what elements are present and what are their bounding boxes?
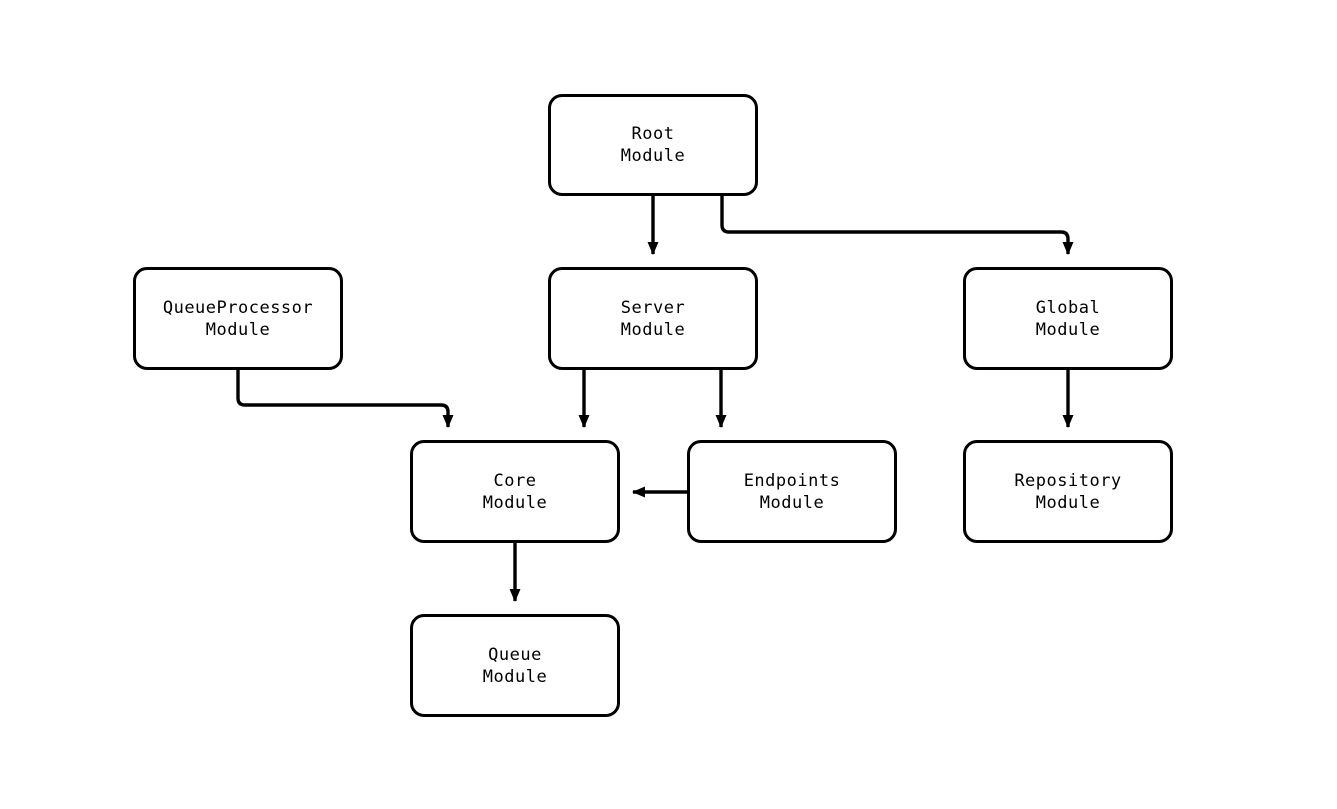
node-queue-module-line2: Module: [482, 666, 548, 687]
node-endpoints-module-line2: Module: [759, 492, 825, 513]
node-queue-module[interactable]: Queue Module: [410, 614, 620, 717]
node-endpoints-module[interactable]: Endpoints Module: [687, 440, 897, 543]
node-global-module-line1: Global: [1035, 297, 1101, 318]
node-core-module-line1: Core: [493, 470, 537, 491]
node-root-module-line1: Root: [631, 124, 675, 144]
node-server-module[interactable]: Server Module: [548, 267, 758, 370]
node-repository-module-line2: Module: [1035, 492, 1101, 513]
node-queueprocessor-module-line1: QueueProcessor: [162, 297, 314, 318]
node-core-module[interactable]: Core Module: [410, 440, 620, 543]
edge-queueprocessor-to-core: [236, 370, 454, 428]
node-core-module-line2: Module: [482, 492, 548, 513]
edge-root-to-global: [720, 196, 1074, 255]
node-queue-module-line1: Queue: [488, 644, 542, 665]
node-queueprocessor-module-line2: Module: [205, 319, 271, 340]
node-queueprocessor-module[interactable]: QueueProcessor Module: [133, 267, 343, 370]
node-repository-module[interactable]: Repository Module: [963, 440, 1173, 543]
node-global-module[interactable]: Global Module: [963, 267, 1173, 370]
node-repository-module-line1: Repository: [1014, 470, 1122, 491]
node-server-module-line2: Module: [620, 319, 686, 340]
node-server-module-line1: Server: [620, 297, 686, 318]
node-global-module-line2: Module: [1035, 319, 1101, 340]
node-root-module-line2: Module: [620, 146, 686, 166]
node-root-module[interactable]: Root Module: [548, 94, 758, 196]
node-endpoints-module-line1: Endpoints: [743, 470, 841, 491]
